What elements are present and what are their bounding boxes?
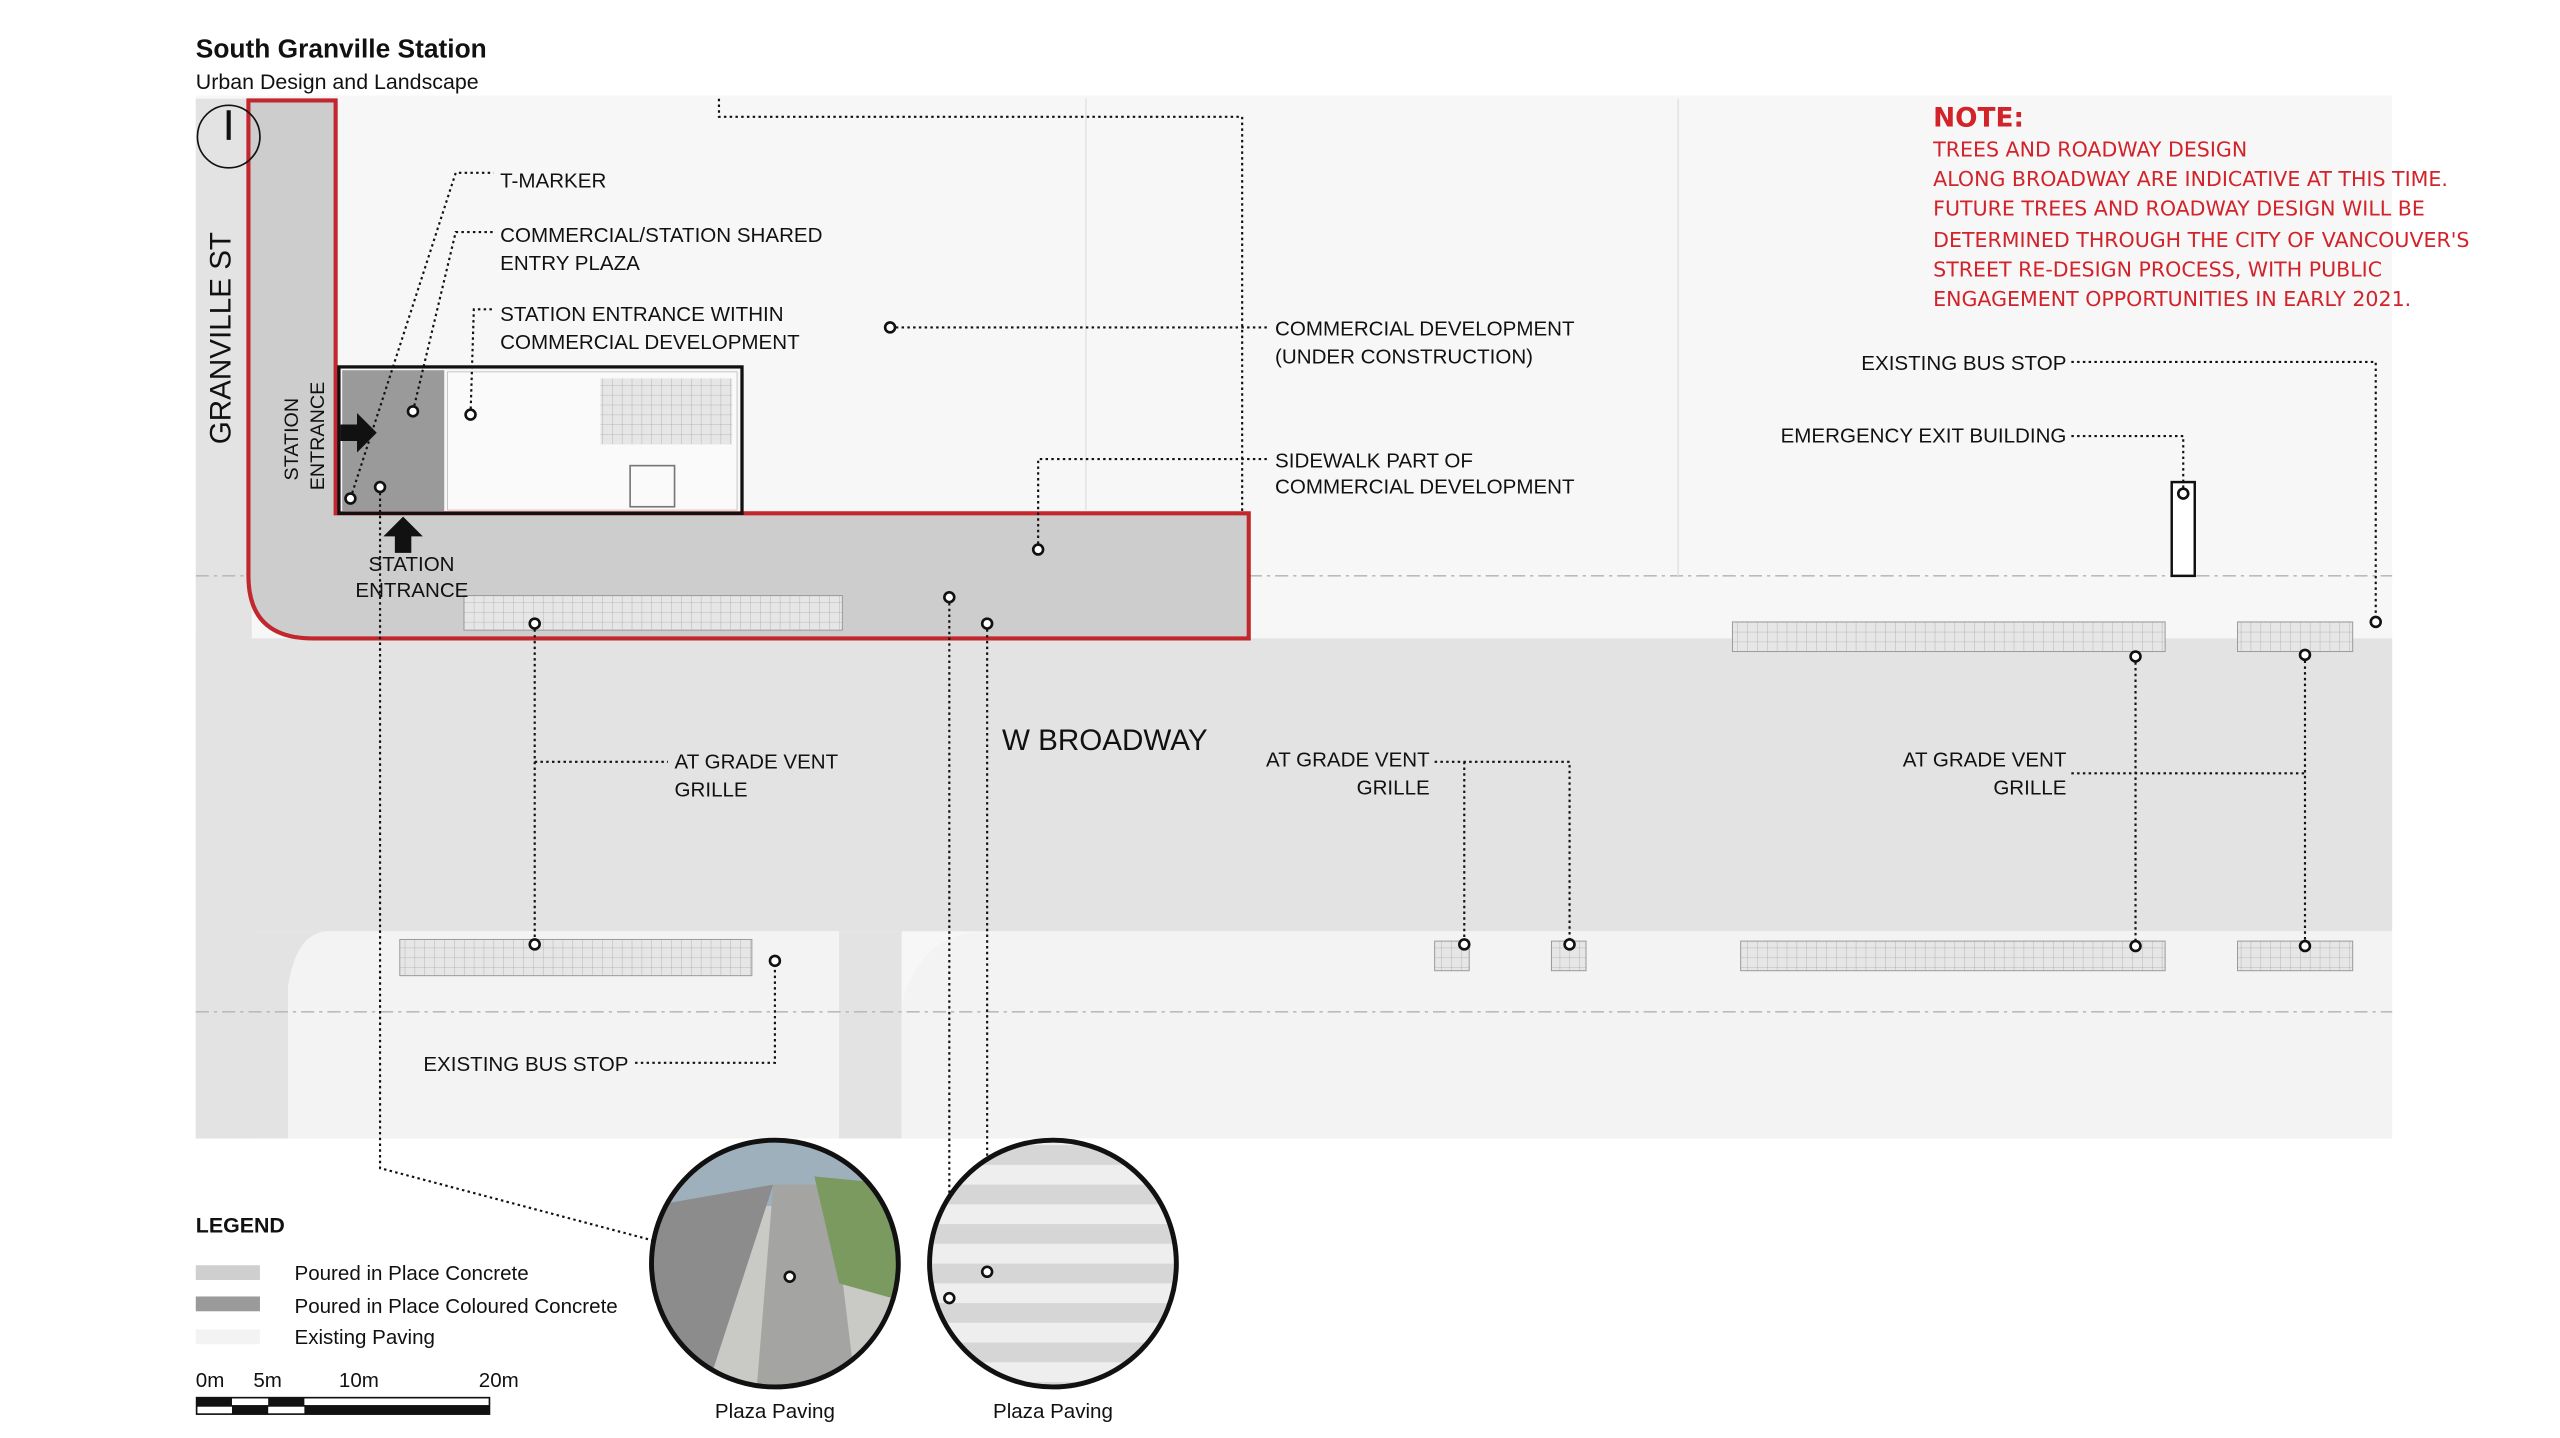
label-vent-grille: GRILLE — [1357, 777, 1430, 800]
vent-grilles — [399, 621, 2354, 977]
label-sidewalk: SIDEWALK PART OF — [1275, 449, 1473, 472]
leader-markers — [344, 321, 2382, 968]
scale-tick: 20m — [479, 1369, 519, 1392]
leader-lines — [349, 171, 2377, 1299]
label-station-entrance: ENTRANCE — [355, 579, 468, 602]
plaza-paving-photo-1: Plaza Paving — [649, 1137, 901, 1423]
photo-caption: Plaza Paving — [993, 1400, 1113, 1423]
label-vent-grille: AT GRADE VENT — [1266, 749, 1430, 772]
legend-swatch — [195, 1265, 260, 1281]
plaza-paving-photo-2: Plaza Paving — [927, 1137, 1179, 1423]
broadway-street-label: W BROADWAY — [1002, 724, 1208, 757]
label-station-entrance-vertical: STATION — [281, 398, 303, 481]
note-line: STREET RE-DESIGN PROCESS, WITH PUBLIC — [1933, 257, 2382, 281]
legend-title: LEGEND — [196, 1213, 285, 1237]
photo-caption: Plaza Paving — [715, 1400, 835, 1423]
legend-swatch — [195, 1296, 260, 1312]
broadway-road — [195, 638, 2393, 932]
label-vent-grille: AT GRADE VENT — [1903, 749, 2067, 772]
label-sidewalk: COMMERCIAL DEVELOPMENT — [1275, 476, 1575, 499]
note-line: TREES AND ROADWAY DESIGN — [1932, 137, 2247, 161]
scale-tick: 0m — [196, 1369, 225, 1392]
label-bus-stop: EXISTING BUS STOP — [423, 1053, 628, 1076]
legend-item: Existing Paving — [294, 1326, 434, 1349]
note-heading: NOTE: — [1933, 104, 2024, 134]
legend-swatch — [195, 1329, 260, 1345]
label-vent-grille: GRILLE — [675, 778, 748, 801]
note-block: NOTE: TREES AND ROADWAY DESIGN ALONG BRO… — [1932, 104, 2469, 311]
label-emergency-exit: EMERGENCY EXIT BUILDING — [1781, 425, 2067, 448]
label-vent-grille: AT GRADE VENT — [675, 750, 839, 773]
station-vent-grille — [463, 595, 843, 631]
station-area — [246, 98, 1251, 641]
arrow-east-icon — [340, 412, 377, 453]
north-arrow-icon — [196, 104, 261, 169]
arrow-north-icon — [383, 516, 423, 553]
note-line: FUTURE TREES AND ROADWAY DESIGN WILL BE — [1933, 197, 2425, 221]
label-bus-stop: EXISTING BUS STOP — [1861, 352, 2066, 375]
label-station-entrance: STATION — [369, 553, 455, 576]
label-commercial-dev: (UNDER CONSTRUCTION) — [1275, 346, 1533, 369]
scale-bar: 0m 5m 10m 20m — [196, 1369, 519, 1415]
page-subtitle: Urban Design and Landscape — [196, 70, 479, 94]
legend-item: Poured in Place Coloured Concrete — [294, 1295, 617, 1318]
note-line: ENGAGEMENT OPPORTUNITIES IN EARLY 2021. — [1933, 287, 2411, 311]
note-line: ALONG BROADWAY ARE INDICATIVE AT THIS TI… — [1933, 167, 2448, 191]
label-entrance-within: STATION ENTRANCE WITHIN — [500, 303, 783, 326]
page-title: South Granville Station — [196, 34, 487, 64]
scale-tick: 10m — [339, 1369, 379, 1392]
label-station-entrance-vertical: ENTRANCE — [307, 382, 329, 491]
label-vent-grille: GRILLE — [1993, 777, 2066, 800]
legend: LEGEND Poured in Place Concrete Poured i… — [196, 1213, 618, 1349]
label-entrance-within: COMMERCIAL DEVELOPMENT — [500, 331, 800, 354]
commercial-building — [337, 365, 744, 515]
legend-item: Poured in Place Concrete — [294, 1262, 528, 1285]
label-t-marker: T-MARKER — [500, 170, 606, 193]
granville-street-label: GRANVILLE ST — [204, 232, 237, 444]
label-shared-plaza: ENTRY PLAZA — [500, 252, 640, 275]
label-shared-plaza: COMMERCIAL/STATION SHARED — [500, 224, 822, 247]
label-commercial-dev: COMMERCIAL DEVELOPMENT — [1275, 318, 1575, 341]
scale-tick: 5m — [253, 1369, 282, 1392]
callout-labels: T-MARKER COMMERCIAL/STATION SHARED ENTRY… — [281, 170, 2067, 1076]
note-line: DETERMINED THROUGH THE CITY OF VANCOUVER… — [1933, 228, 2469, 252]
